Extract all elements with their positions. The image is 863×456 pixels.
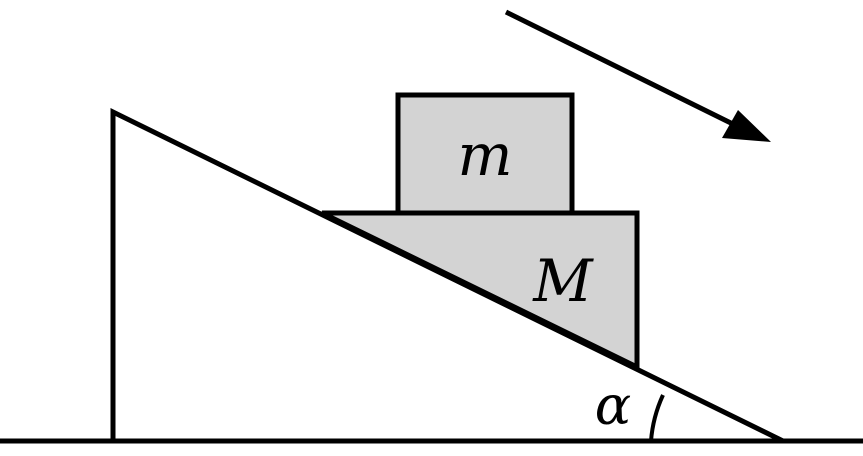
- label-M: M: [532, 247, 594, 315]
- label-alpha: α: [595, 374, 631, 437]
- block-m: [395, 92, 575, 216]
- arrow-down-right-icon: [504, 9, 771, 142]
- label-m: m: [458, 121, 513, 189]
- angle-arc: [649, 394, 665, 442]
